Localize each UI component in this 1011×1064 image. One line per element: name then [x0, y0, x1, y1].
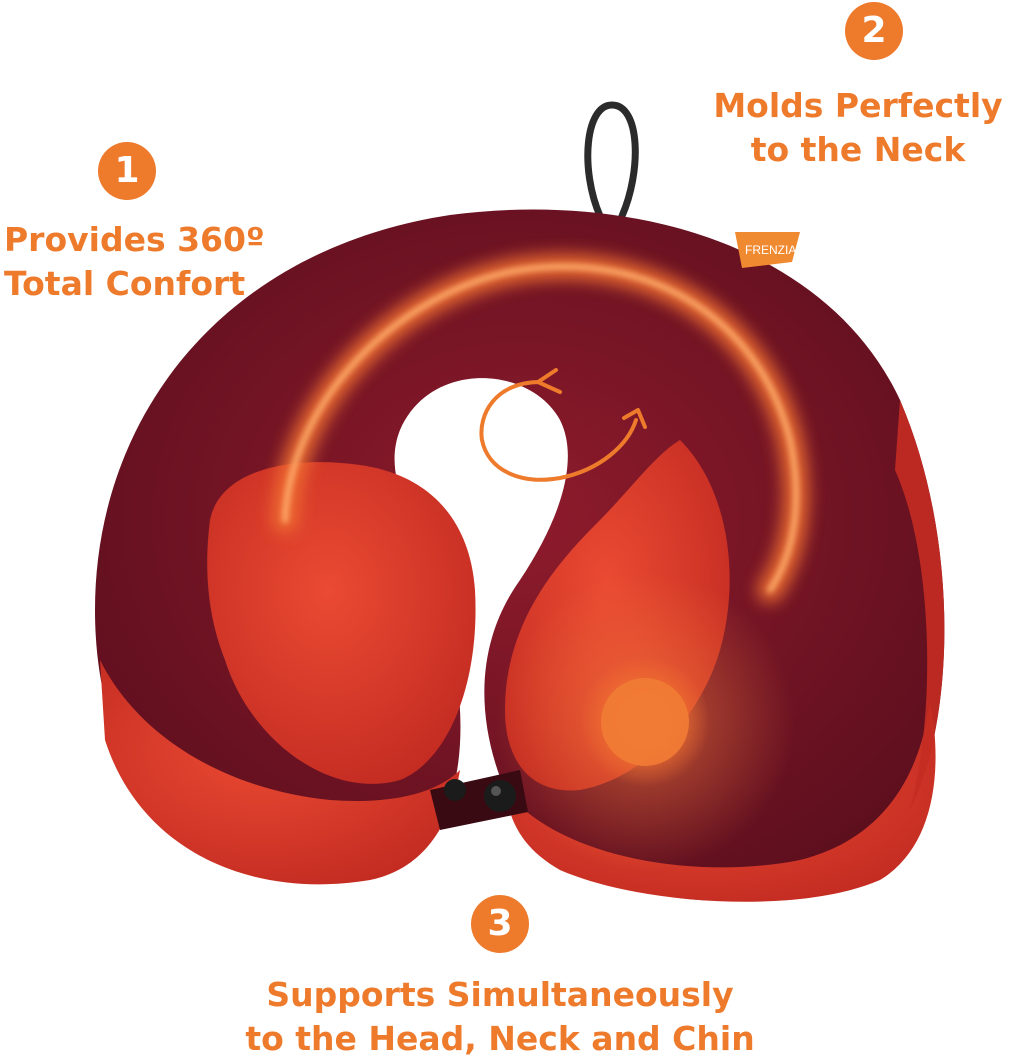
number-badge: 3 [471, 895, 529, 953]
callout-line: Provides 360º [4, 220, 265, 259]
callout-line: Total Confort [4, 264, 246, 303]
brand-tag-text: FRENZIA [745, 243, 796, 257]
heat-glow-icon [495, 572, 795, 872]
hanging-loop [584, 101, 639, 220]
callout-text: Supports Simultaneously to the Head, Nec… [230, 973, 770, 1061]
callout-molds-neck: 2 Molds Perfectly to the Neck [705, 2, 1011, 172]
callout-360-comfort: 1 Provides 360º Total Confort [0, 142, 270, 306]
callout-line: to the Neck [750, 130, 966, 169]
callout-line: Molds Perfectly [713, 86, 1003, 125]
callout-line: to the Head, Neck and Chin [245, 1019, 755, 1058]
callout-text: Provides 360º Total Confort [0, 218, 270, 306]
pillow-panel-left [207, 462, 476, 784]
number-badge: 2 [845, 2, 903, 60]
brand-tag: FRENZIA [735, 232, 800, 268]
callout-supports-head: 3 Supports Simultaneously to the Head, N… [230, 895, 770, 1061]
rotate-arrow-icon [479, 368, 647, 482]
pillow-band-right [505, 700, 936, 902]
callout-text: Molds Perfectly to the Neck [705, 84, 1011, 172]
number-badge: 1 [98, 142, 156, 200]
pillow-band-left [100, 660, 460, 885]
callout-line: Supports Simultaneously [266, 975, 734, 1014]
snap-button-icon [430, 770, 528, 830]
